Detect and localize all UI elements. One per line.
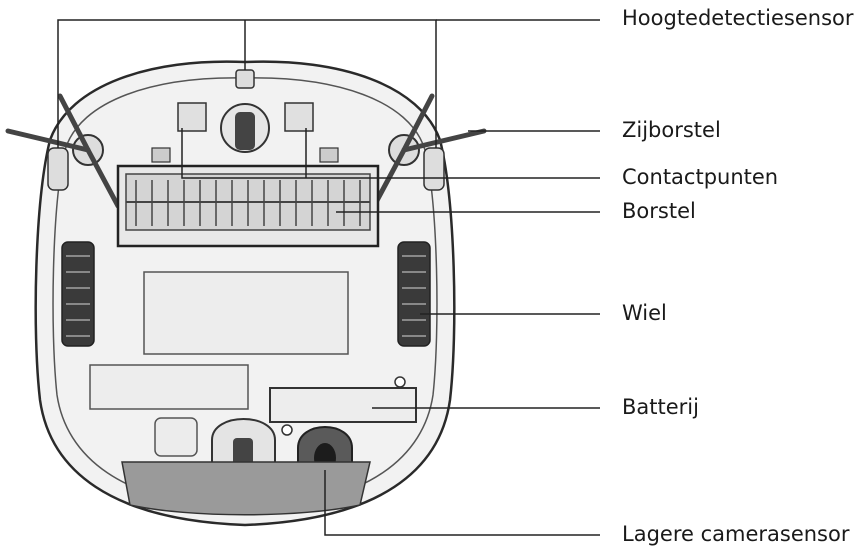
battery-cover bbox=[269, 387, 417, 423]
label-lower-camera-sensor: Lagere camerasensor bbox=[622, 522, 850, 546]
label-contact-points: Contactpunten bbox=[622, 165, 779, 189]
lower-left-panel bbox=[89, 364, 249, 410]
callout-lines bbox=[57, 19, 600, 536]
height-sensor-top bbox=[235, 69, 255, 89]
contact-point-right bbox=[319, 147, 339, 163]
label-wheel: Wiel bbox=[622, 301, 667, 325]
label-brush: Borstel bbox=[622, 199, 696, 223]
rear-bumper bbox=[121, 461, 371, 516]
front-caster-wheel bbox=[235, 112, 255, 150]
top-right-sensor-box bbox=[284, 102, 314, 132]
wheel-right bbox=[397, 241, 431, 347]
height-sensor-left bbox=[47, 147, 69, 191]
label-height-sensor: Hoogtedetectiesensor bbox=[622, 6, 854, 30]
height-sensor-right bbox=[423, 147, 445, 191]
center-cover-panel bbox=[143, 271, 349, 355]
label-side-brush: Zijborstel bbox=[622, 118, 721, 142]
contact-point-left bbox=[151, 147, 171, 163]
wheel-left bbox=[61, 241, 95, 347]
label-battery: Batterij bbox=[622, 395, 699, 419]
top-left-sensor-box bbox=[177, 102, 207, 132]
main-brush-bristles bbox=[126, 180, 370, 226]
